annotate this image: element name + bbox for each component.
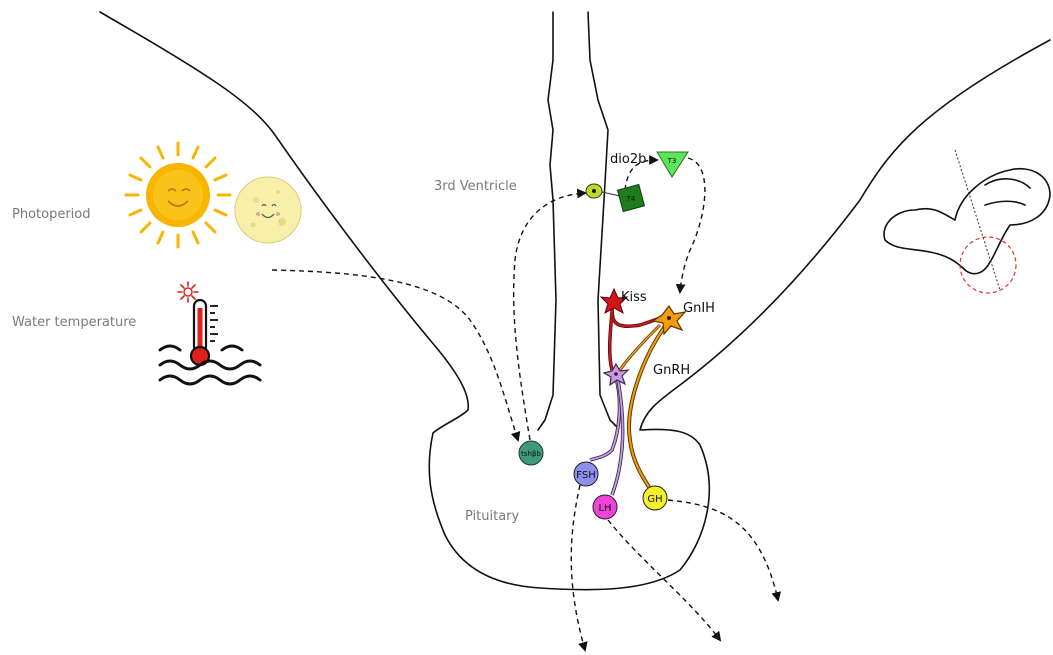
tanycyte-cell xyxy=(586,184,620,198)
gnih-axon xyxy=(629,322,668,492)
water-temperature-label: Water temperature xyxy=(12,315,136,330)
t4-label: T4 xyxy=(626,195,636,203)
gnih-axon-inner xyxy=(629,322,668,492)
brain-inset-icon xyxy=(884,150,1050,293)
fsh-output-arrow xyxy=(571,485,585,650)
moon-icon xyxy=(235,177,301,243)
env-to-tshbb-arrow xyxy=(272,270,518,440)
sun-icon xyxy=(126,143,230,247)
lh-label: LH xyxy=(598,503,611,514)
gnrh-label: GnRH xyxy=(653,363,690,378)
thermometer-icon xyxy=(178,282,218,365)
lh-output-arrow xyxy=(608,520,720,640)
photoperiod-label: Photoperiod xyxy=(12,207,91,222)
gh-output-arrow xyxy=(668,500,778,600)
tshbb-to-cell-arrow xyxy=(514,193,585,440)
hypothalamus-outline xyxy=(100,12,1050,590)
third-ventricle-outline xyxy=(538,12,556,430)
t3-to-gnih-arrow xyxy=(680,158,705,292)
t3-label: T3 xyxy=(667,157,677,165)
water-waves-icon xyxy=(160,346,260,384)
gnih-label: GnIH xyxy=(683,301,715,316)
fsh-label: FSH xyxy=(576,470,595,481)
dio2b-label: dio2b xyxy=(610,152,646,167)
gnih-neuron xyxy=(653,306,685,334)
third-ventricle-outline-right xyxy=(588,12,618,428)
third-ventricle-label: 3rd Ventricle xyxy=(434,179,517,194)
pituitary-label: Pituitary xyxy=(465,509,520,524)
gnrh-axon-inner xyxy=(590,378,619,460)
tshbb-label: tshβb xyxy=(521,450,541,458)
gh-label: GH xyxy=(647,494,662,505)
gnrh-axon xyxy=(590,378,619,460)
kiss-label: Kiss xyxy=(621,290,647,305)
